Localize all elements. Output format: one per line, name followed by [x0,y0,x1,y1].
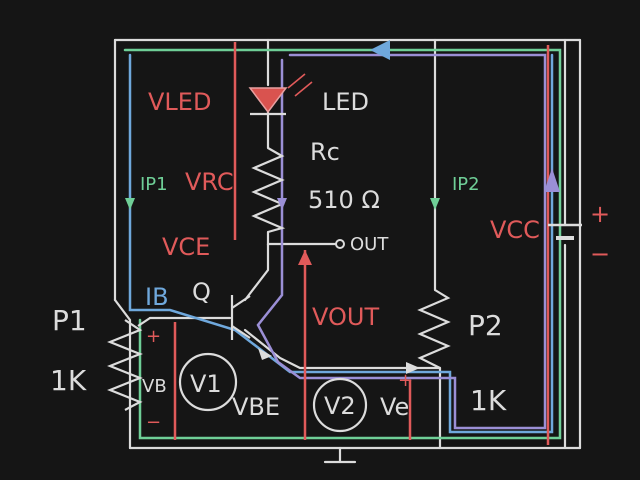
label-p1-value: 1K [50,364,87,397]
wire-p1-left [113,298,132,450]
label-vcc: VCC [490,216,540,244]
transistor-emitter [231,325,251,339]
voltmeter-v1 [178,352,238,412]
label-ve: Ve [380,393,409,421]
label-p2: P2 [468,309,503,342]
label-ib: IB [145,283,169,311]
label-vb: VB [142,376,167,397]
label-p2-value: 1K [470,384,507,417]
voltage-markers [173,42,550,445]
arrow-vcc-up [544,168,560,192]
label-led: LED [322,88,369,116]
label-ip2: IP2 [452,174,480,195]
arrow-rc [277,198,287,210]
arrow-emitter [258,348,272,360]
potentiometer-p2 [417,289,451,369]
label-vcc-plus: + [590,200,610,228]
resistor-rc [251,147,286,234]
current-arrows [125,40,560,374]
out-terminal [335,239,345,249]
label-v2: V2 [324,392,356,420]
label-rc-value: 510 Ω [308,186,380,214]
label-v-be: VBE [232,393,280,421]
label-p1-minus: − [146,412,161,433]
arrow-ip1 [125,198,135,210]
label-p1-plus: + [146,326,161,347]
label-q: Q [192,278,211,306]
label-ip1: IP1 [140,174,168,195]
label-v-out: VOUT [312,303,379,331]
label-vcc-minus: − [590,240,610,268]
label-v-led: VLED [148,88,211,116]
arrow-p2-wiper [406,362,420,374]
led-triangle [248,87,288,114]
wire-ce [243,242,270,302]
transistor-collector [231,295,251,309]
label-v-ce: VCE [162,233,210,261]
battery-vcc [548,223,582,240]
current-loops [123,48,562,440]
wire-ground [323,446,357,464]
arrow-top [370,40,390,60]
label-v1: V1 [190,370,222,398]
transistor-q [230,295,251,340]
arrow-ip2 [430,198,440,210]
wiring [113,38,582,464]
potentiometer-p1 [107,317,151,411]
wire-rc-out [266,230,337,246]
led-symbol [248,73,313,116]
label-ve-plus: + [398,370,413,391]
led-light-rays [287,73,313,97]
label-p1: P1 [52,304,87,337]
loop-purple [256,53,547,430]
label-rc: Rc [310,138,340,166]
arrow-vout [298,250,312,265]
labels: VLED LED Rc 510 Ω IP1 VRC IP2 VCE OUT VC… [50,88,610,433]
wire-emitter [243,328,442,370]
label-v-rc: VRC [185,168,234,196]
voltmeter-v2 [312,377,368,433]
loop-green [123,48,562,440]
label-out: OUT [350,234,389,255]
